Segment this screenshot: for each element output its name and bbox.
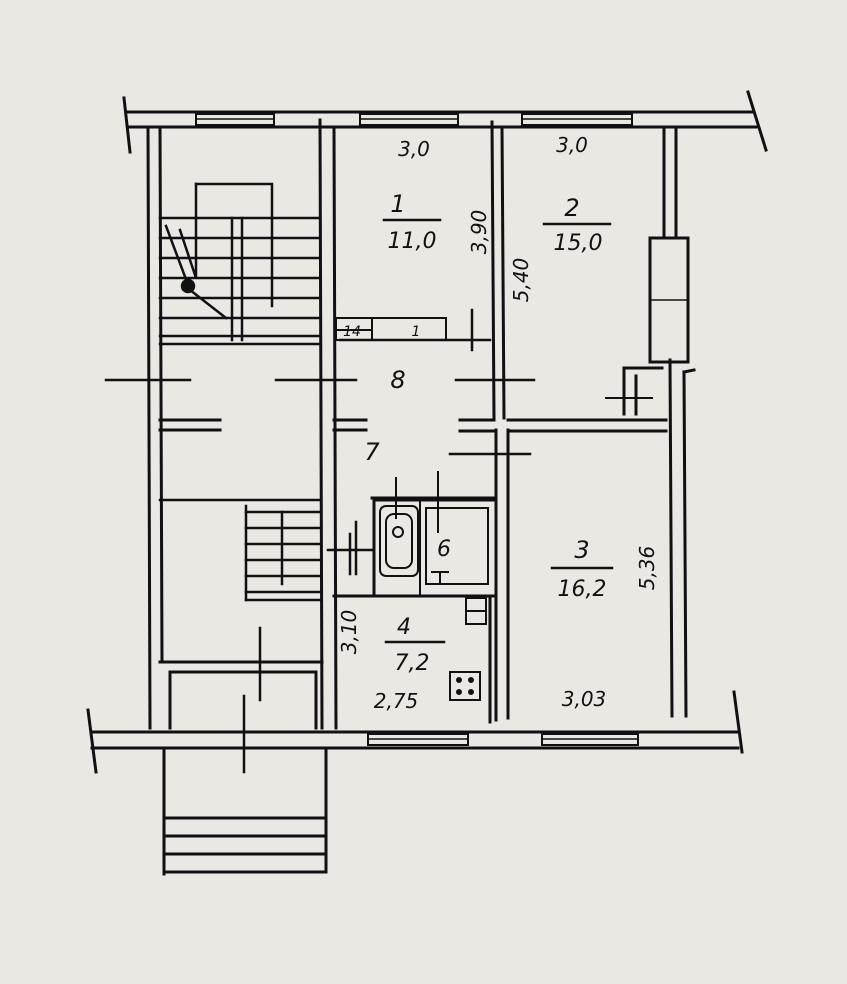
interior-walls (158, 118, 690, 730)
room-4-area: 7,2 (395, 651, 430, 676)
room-2-area: 15,0 (554, 231, 603, 256)
room-7-number: 7 (364, 438, 380, 466)
area-fraction-bars (382, 218, 614, 644)
dim-room-4-width: 2,75 (374, 689, 419, 713)
room-14-number: 14 (343, 324, 361, 340)
room-labels: 1 11,0 2 15,0 3 16,2 4 7,2 6 7 8 14 1 (343, 190, 606, 676)
room-1-area: 11,0 (388, 229, 437, 254)
bathroom-fixtures (379, 471, 489, 625)
wardrobe (335, 317, 447, 341)
dim-room-4-depth: 3,10 (337, 610, 361, 655)
dim-room-3-width: 3,03 (562, 687, 607, 711)
room-3-area: 16,2 (558, 577, 607, 602)
room-2-number: 2 (564, 194, 579, 222)
dim-room-2-depth: 5,40 (509, 258, 533, 303)
room-4-number: 4 (397, 615, 411, 640)
room-1-number: 1 (390, 190, 405, 218)
dim-room-1-depth: 3,90 (467, 210, 491, 255)
entrance-steps (162, 746, 328, 876)
room-3-number: 3 (574, 536, 589, 564)
stove-icon (449, 671, 481, 701)
dim-room-2-width: 3,0 (556, 133, 588, 157)
dim-room-3-depth: 5,36 (635, 546, 659, 591)
room-8-number: 8 (390, 366, 405, 394)
dimension-labels: 3,0 3,0 3,90 5,40 5,36 3,10 2,75 3,03 (337, 133, 659, 713)
upper-staircase (158, 182, 322, 346)
room-6-number: 6 (437, 537, 451, 562)
dim-room-1-width: 3,0 (398, 137, 430, 161)
lower-staircase (158, 498, 322, 602)
wardrobe-number: 1 (412, 324, 421, 340)
